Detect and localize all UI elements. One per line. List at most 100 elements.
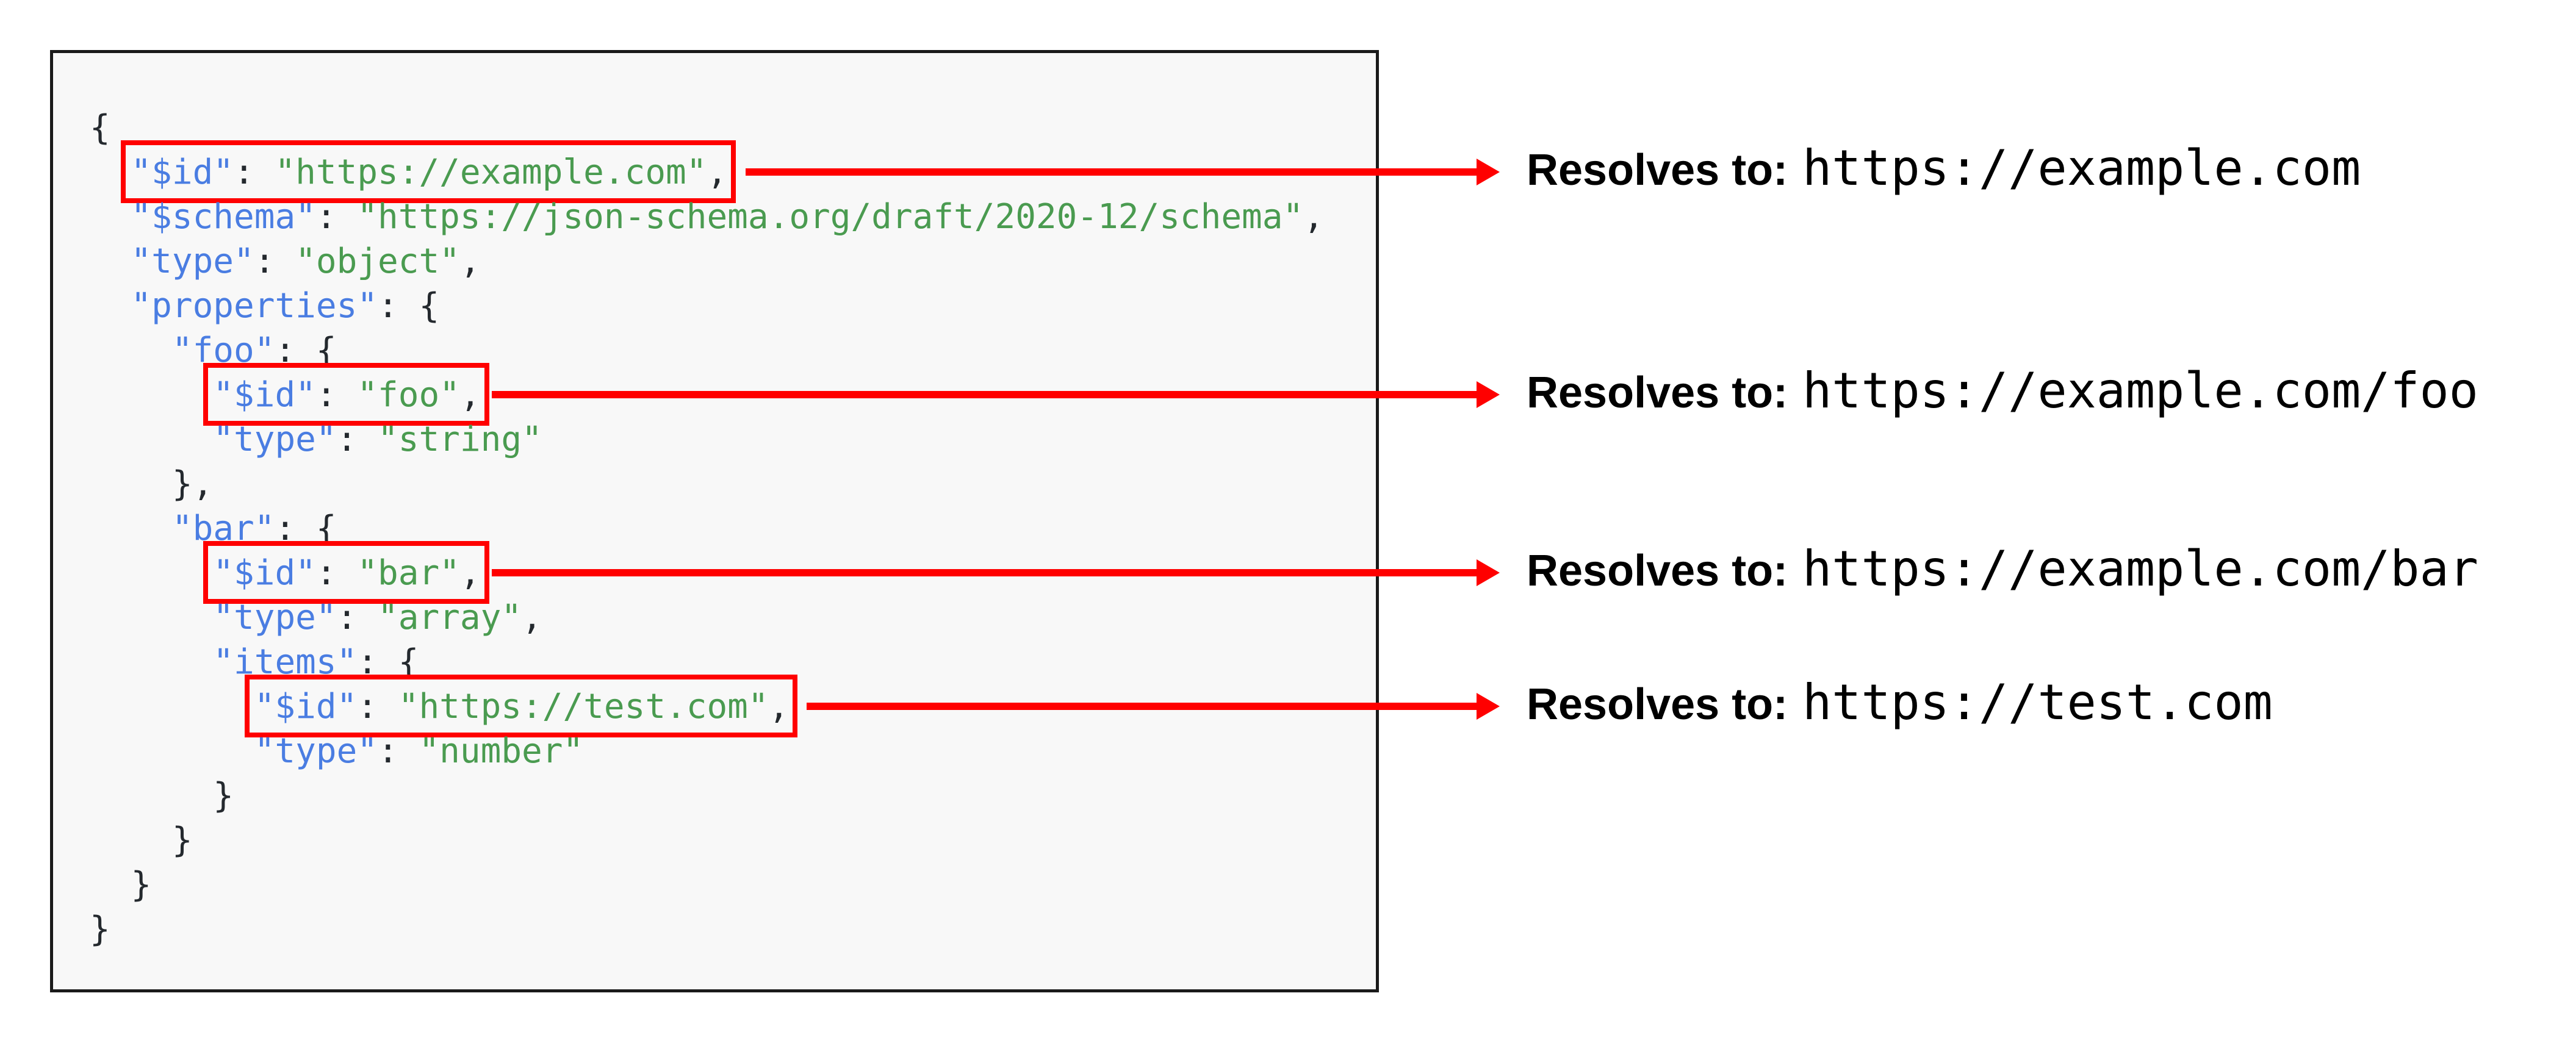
highlight-box: "$id": "https://test.com", <box>244 675 797 737</box>
code-line: "type": "string" <box>90 417 1358 462</box>
code-line: "items": { <box>90 640 1358 684</box>
annotation-example-com-bar: Resolves to:https://example.com/bar <box>1527 545 2478 593</box>
token-key: "type" <box>254 731 378 771</box>
code-segment: { <box>90 106 110 150</box>
indent <box>90 865 131 905</box>
code-line: "type": "number" <box>90 729 1358 773</box>
token-punc: , <box>459 375 481 415</box>
token-punc: : { <box>275 331 337 370</box>
resolves-to-label: Resolves to: <box>1527 547 1788 595</box>
code-block: { "$id": "https://example.com", "$schema… <box>53 53 1376 952</box>
indent <box>90 776 213 815</box>
token-key: "bar" <box>171 509 275 548</box>
code-segment: "properties": { <box>131 284 439 328</box>
highlight-box: "$id": "bar", <box>203 541 489 604</box>
token-key: "$id" <box>131 152 234 192</box>
token-str: "number" <box>419 731 584 771</box>
token-str: "https://json-schema.org/draft/2020-12/s… <box>357 197 1304 237</box>
arrow-test-com <box>807 693 1500 720</box>
token-str: "https://test.com" <box>398 687 769 726</box>
code-segment: } <box>172 818 193 862</box>
code-segment: "type": "array", <box>213 595 542 640</box>
token-punc: , <box>768 687 790 726</box>
token-punc: , <box>1303 197 1324 237</box>
indent <box>90 420 213 459</box>
code-segment: "type": "string" <box>213 417 542 462</box>
annotation-example-com-foo: Resolves to:https://example.com/foo <box>1527 367 2478 415</box>
highlight-box: "$id": "https://example.com", <box>121 140 736 203</box>
resolved-url: https://example.com <box>1802 140 2361 196</box>
token-key: "type" <box>213 420 337 459</box>
token-punc: } <box>171 820 193 860</box>
code-segment: } <box>213 773 234 818</box>
token-punc: }, <box>171 464 214 504</box>
code-line: } <box>90 773 1358 818</box>
indent <box>90 375 213 415</box>
indent <box>90 242 131 281</box>
token-punc: , <box>522 598 542 637</box>
indent <box>90 464 172 504</box>
token-punc: : { <box>275 509 337 548</box>
highlight-box: "$id": "foo", <box>203 363 489 426</box>
indent <box>90 509 172 548</box>
code-line: "type": "array", <box>90 595 1358 640</box>
token-str: "array" <box>378 598 522 637</box>
code-line: }, <box>90 462 1358 506</box>
code-line: } <box>90 907 1358 952</box>
token-key: "$schema" <box>131 197 316 237</box>
token-str: "https://example.com" <box>275 152 707 192</box>
token-key: "type" <box>131 242 254 281</box>
code-segment: "type": "number" <box>254 729 583 773</box>
token-str: "object" <box>295 242 460 281</box>
code-segment: "foo": { <box>172 328 337 373</box>
resolves-to-label: Resolves to: <box>1527 146 1788 195</box>
code-line: "bar": { <box>90 506 1358 551</box>
code-line: "type": "object", <box>90 239 1358 284</box>
code-line: } <box>90 818 1358 862</box>
token-punc: : <box>254 242 296 281</box>
token-punc: : <box>336 420 378 459</box>
token-punc: , <box>459 553 481 593</box>
code-line: "properties": { <box>90 284 1358 328</box>
token-key: "items" <box>213 642 358 682</box>
token-key: "foo" <box>171 331 275 370</box>
token-punc: : <box>234 152 275 192</box>
code-segment: } <box>131 862 151 907</box>
token-punc: : <box>378 731 419 771</box>
arrow-example-com <box>746 159 1500 185</box>
resolved-url: https://example.com/foo <box>1802 362 2478 419</box>
code-line: } <box>90 862 1358 907</box>
token-key: "$id" <box>213 553 316 593</box>
token-punc: : <box>315 375 358 415</box>
token-punc: } <box>213 776 234 815</box>
token-punc: : <box>315 553 358 593</box>
json-schema-code-panel: { "$id": "https://example.com", "$schema… <box>50 50 1379 992</box>
code-line: "$schema": "https://json-schema.org/draf… <box>90 195 1358 239</box>
code-segment: "bar": { <box>172 506 337 551</box>
annotation-test-com: Resolves to:https://test.com <box>1527 678 2273 727</box>
code-segment: }, <box>172 462 213 506</box>
indent <box>90 197 131 237</box>
code-line: "foo": { <box>90 328 1358 373</box>
token-str: "string" <box>378 420 542 459</box>
token-punc: , <box>707 152 728 192</box>
code-segment: } <box>90 907 110 952</box>
code-segment: "$schema": "https://json-schema.org/draf… <box>131 195 1323 239</box>
token-str: "bar" <box>357 553 460 593</box>
token-key: "$id" <box>213 375 316 415</box>
annotation-example-com: Resolves to:https://example.com <box>1527 144 2361 193</box>
resolves-to-label: Resolves to: <box>1527 368 1788 417</box>
indent <box>90 331 172 370</box>
token-punc: , <box>459 242 481 281</box>
indent <box>90 642 213 682</box>
arrow-example-com-foo <box>492 381 1500 408</box>
token-punc: : <box>336 598 378 637</box>
token-punc: : { <box>378 286 440 326</box>
resolved-url: https://example.com/bar <box>1802 540 2478 597</box>
token-str: "foo" <box>357 375 460 415</box>
resolved-url: https://test.com <box>1802 674 2273 731</box>
token-punc: } <box>90 909 110 949</box>
arrow-example-com-bar <box>492 559 1500 586</box>
token-punc: } <box>131 865 152 905</box>
token-key: "type" <box>213 598 337 637</box>
